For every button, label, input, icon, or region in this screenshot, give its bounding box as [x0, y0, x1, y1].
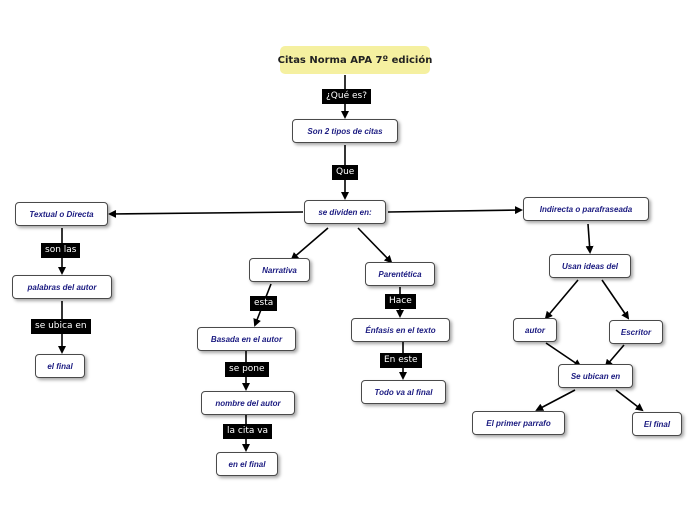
- link-autor-located: [545, 342, 582, 368]
- node-escritor[interactable]: Escritor: [609, 320, 663, 344]
- label-la-cita-va: la cita va: [223, 424, 273, 439]
- label-esta: esta: [250, 296, 278, 311]
- node-at-end[interactable]: en el final: [216, 452, 278, 476]
- node-located[interactable]: Se ubican en: [558, 364, 633, 388]
- node-final[interactable]: El final: [632, 412, 682, 436]
- node-emphasis[interactable]: Énfasis en el texto: [351, 318, 450, 342]
- label-que: Que: [332, 165, 359, 180]
- link-divided-parenthetical: [357, 227, 393, 264]
- link-divided-indirect: [387, 206, 523, 215]
- link-ideas-escritor: [601, 279, 630, 320]
- label-son-las: son las: [41, 243, 81, 258]
- link-indirect-ideas: [585, 223, 594, 254]
- label-se-pone: se pone: [225, 362, 269, 377]
- node-author-words[interactable]: palabras del autor: [12, 275, 112, 299]
- node-end-left[interactable]: el final: [35, 354, 85, 378]
- link-located-first: [535, 389, 576, 411]
- node-author-name[interactable]: nombre del autor: [201, 391, 295, 415]
- root-node[interactable]: Citas Norma APA 7º edición: [278, 46, 432, 74]
- label-hace: Hace: [385, 294, 416, 309]
- link-divided-textual: [108, 209, 304, 218]
- link-divided-narrative: [290, 227, 329, 261]
- node-first-paragraph[interactable]: El primer parrafo: [472, 411, 565, 435]
- node-two-types[interactable]: Son 2 tipos de citas: [292, 119, 398, 143]
- label-se-ubica: se ubica en: [31, 319, 91, 334]
- node-divided[interactable]: se dividen en:: [304, 200, 386, 224]
- node-parenthetical[interactable]: Parentética: [365, 262, 435, 286]
- node-textual[interactable]: Textual o Directa: [15, 202, 108, 226]
- label-what-is: ¿Qué es?: [322, 89, 371, 104]
- node-uses-ideas[interactable]: Usan ideas del: [549, 254, 631, 278]
- link-ideas-autor: [544, 279, 579, 320]
- link-escritor-located: [604, 344, 625, 368]
- node-indirect[interactable]: Indirecta o parafraseada: [523, 197, 649, 221]
- label-en-este: En este: [380, 353, 422, 368]
- node-narrative[interactable]: Narrativa: [249, 258, 310, 282]
- node-all-end[interactable]: Todo va al final: [361, 380, 446, 404]
- node-autor[interactable]: autor: [513, 318, 557, 342]
- node-based-author[interactable]: Basada en el autor: [197, 327, 296, 351]
- link-located-final: [615, 389, 644, 412]
